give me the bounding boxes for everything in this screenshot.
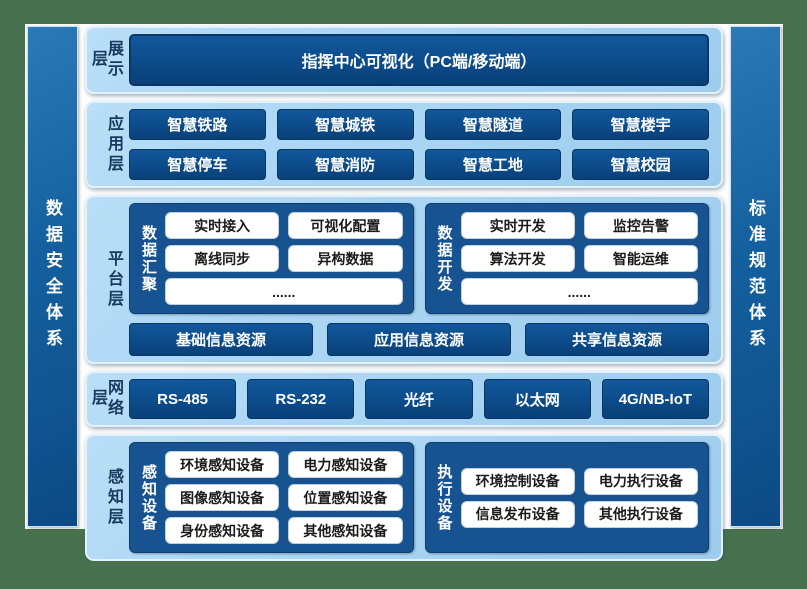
data-security-system-label: 数据安全体系 — [43, 198, 62, 355]
information-resources-row: 基础信息资源 应用信息资源 共享信息资源 — [129, 323, 709, 356]
app-box-smart-firefighting: 智慧消防 — [276, 149, 414, 180]
network-box-4g-nbiot: 4G/NB-IoT — [601, 379, 709, 419]
item-env-sensing: 环境感知设备 — [165, 451, 280, 478]
data-development-label: 数据开发 — [435, 224, 453, 293]
item-aggregation-more: ...... — [165, 278, 403, 305]
item-image-sensing: 图像感知设备 — [165, 484, 280, 511]
perception-layer-panel: 感知层 感知设备 环境感知设备 电力感知设备 图像感知设备 位置感知设备 身份感… — [85, 434, 723, 561]
network-layer-label: 网络层 — [89, 379, 122, 419]
standard-specification-system-bar: 标准规范体系 — [730, 26, 781, 527]
item-position-sensing: 位置感知设备 — [288, 484, 403, 511]
platform-layer-label: 平台层 — [105, 249, 122, 310]
item-visual-config: 可视化配置 — [288, 212, 403, 239]
app-box-smart-worksite: 智慧工地 — [424, 149, 562, 180]
item-other-sensing: 其他感知设备 — [288, 517, 403, 544]
actuating-devices-group: 执行设备 环境控制设备 电力执行设备 信息发布设备 其他执行设备 — [424, 442, 709, 553]
platform-body: 数据汇聚 实时接入 可视化配置 离线同步 异构数据 ...... 数据开发 实时… — [129, 203, 709, 356]
item-env-control: 环境控制设备 — [460, 467, 575, 495]
item-heterogeneous-data: 异构数据 — [288, 245, 403, 272]
app-box-smart-tunnel: 智慧隧道 — [424, 109, 562, 140]
item-info-publishing: 信息发布设备 — [460, 500, 575, 528]
display-layer-label: 展示层 — [89, 40, 122, 80]
item-intelligent-ops: 智能运维 — [583, 245, 698, 272]
sensing-devices-grid: 环境感知设备 电力感知设备 图像感知设备 位置感知设备 身份感知设备 其他感知设… — [165, 451, 403, 544]
app-box-smart-parking: 智慧停车 — [129, 149, 266, 180]
network-box-ethernet: 以太网 — [483, 379, 591, 419]
platform-layer-panel: 平台层 数据汇聚 实时接入 可视化配置 离线同步 异构数据 ...... — [85, 195, 723, 364]
item-algorithm-dev: 算法开发 — [460, 245, 575, 272]
actuating-devices-grid: 环境控制设备 电力执行设备 信息发布设备 其他执行设备 — [460, 467, 698, 528]
application-grid: 智慧铁路 智慧城铁 智慧隧道 智慧楼宇 智慧停车 智慧消防 智慧工地 智慧校园 — [129, 109, 709, 180]
resource-application-info: 应用信息资源 — [327, 323, 511, 356]
network-box-rs232: RS-232 — [247, 379, 355, 419]
application-layer-panel: 应用层 智慧铁路 智慧城铁 智慧隧道 智慧楼宇 智慧停车 智慧消防 智慧工地 智… — [85, 101, 723, 188]
network-grid: RS-485 RS-232 光纤 以太网 4G/NB-IoT — [129, 379, 709, 419]
command-center-visualization-box: 指挥中心可视化（PC端/移动端） — [129, 34, 709, 86]
item-realtime-access: 实时接入 — [165, 212, 280, 239]
app-box-smart-building: 智慧楼宇 — [572, 109, 709, 140]
network-box-fiber: 光纤 — [365, 379, 473, 419]
data-aggregation-grid: 实时接入 可视化配置 离线同步 异构数据 ...... — [165, 212, 403, 305]
item-monitor-alert: 监控告警 — [583, 212, 698, 239]
item-identity-sensing: 身份感知设备 — [165, 517, 280, 544]
network-layer-panel: 网络层 RS-485 RS-232 光纤 以太网 4G/NB-IoT — [85, 371, 723, 427]
layer-stack: 展示层 指挥中心可视化（PC端/移动端） 应用层 智慧铁路 智慧城铁 智慧隧道 … — [85, 26, 723, 561]
data-aggregation-label: 数据汇聚 — [140, 224, 157, 293]
item-power-actuating: 电力执行设备 — [583, 467, 698, 495]
sensing-devices-label: 感知设备 — [140, 463, 157, 532]
data-security-system-bar: 数据安全体系 — [27, 26, 78, 527]
network-box-rs485: RS-485 — [129, 379, 237, 419]
item-realtime-dev: 实时开发 — [460, 212, 575, 239]
architecture-diagram: 数据安全体系 展示层 指挥中心可视化（PC端/移动端） 应用层 智慧铁路 智慧城… — [25, 24, 783, 561]
sensing-devices-group: 感知设备 环境感知设备 电力感知设备 图像感知设备 位置感知设备 身份感知设备 … — [129, 442, 414, 553]
perception-layer-label: 感知层 — [105, 467, 122, 528]
data-development-grid: 实时开发 监控告警 算法开发 智能运维 ...... — [460, 212, 698, 305]
application-layer-label: 应用层 — [105, 114, 122, 175]
resource-basic-info: 基础信息资源 — [129, 323, 313, 356]
app-box-smart-metro: 智慧城铁 — [276, 109, 414, 140]
platform-groups-row: 数据汇聚 实时接入 可视化配置 离线同步 异构数据 ...... 数据开发 实时… — [129, 203, 709, 314]
resource-shared-info: 共享信息资源 — [525, 323, 709, 356]
display-layer-panel: 展示层 指挥中心可视化（PC端/移动端） — [85, 26, 723, 94]
item-other-actuating: 其他执行设备 — [583, 500, 698, 528]
item-power-sensing: 电力感知设备 — [288, 451, 403, 478]
actuating-devices-label: 执行设备 — [435, 463, 453, 532]
app-box-smart-railway: 智慧铁路 — [129, 109, 266, 140]
data-aggregation-group: 数据汇聚 实时接入 可视化配置 离线同步 异构数据 ...... — [129, 203, 414, 314]
data-development-group: 数据开发 实时开发 监控告警 算法开发 智能运维 ...... — [424, 203, 709, 314]
app-box-smart-campus: 智慧校园 — [572, 149, 709, 180]
item-offline-sync: 离线同步 — [165, 245, 280, 272]
perception-groups-row: 感知设备 环境感知设备 电力感知设备 图像感知设备 位置感知设备 身份感知设备 … — [129, 442, 709, 553]
item-development-more: ...... — [460, 278, 698, 305]
standard-specification-system-label: 标准规范体系 — [746, 198, 765, 355]
